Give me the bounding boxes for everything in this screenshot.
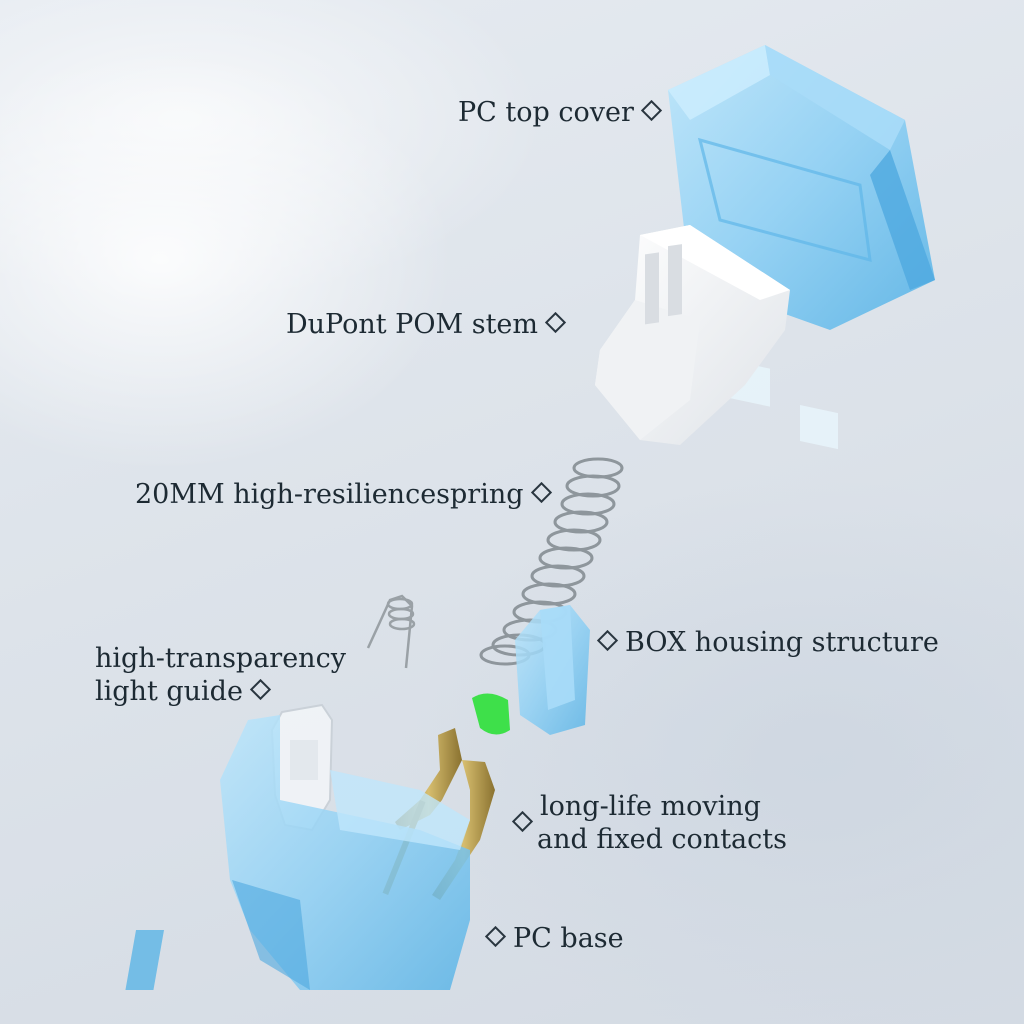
base-part (125, 715, 470, 990)
label-top-cover: PC top cover (458, 96, 669, 129)
label-light-guide-line1: high-transparency (95, 643, 346, 674)
label-stem-text: DuPont POM stem (286, 309, 539, 340)
clip-part (366, 594, 416, 669)
label-base-text: PC base (513, 923, 624, 954)
diamond-icon (530, 481, 552, 504)
label-contacts: long-life moving and fixed contacts (505, 790, 787, 856)
label-box-housing-text: BOX housing structure (625, 627, 939, 658)
label-base: PC base (478, 922, 624, 955)
light-guide-part (270, 703, 334, 832)
label-contacts-line2: and fixed contacts (537, 824, 787, 855)
label-spring: 20MM high-resiliencespring (135, 478, 559, 511)
label-light-guide: high-transparency light guide (95, 642, 346, 708)
label-contacts-line1: long-life moving (540, 791, 761, 822)
label-top-cover-text: PC top cover (458, 97, 634, 128)
diamond-icon (596, 629, 619, 652)
diamond-icon (544, 311, 567, 334)
diamond-icon (249, 678, 272, 701)
diamond-icon (640, 99, 663, 122)
diamond-icon (484, 925, 507, 948)
stem-part (595, 225, 790, 445)
label-spring-text: 20MM high-resiliencespring (135, 479, 524, 510)
label-box-housing: BOX housing structure (590, 626, 939, 659)
box-housing-part (472, 605, 590, 735)
label-stem: DuPont POM stem (286, 308, 573, 341)
label-light-guide-line2: light guide (95, 676, 243, 707)
